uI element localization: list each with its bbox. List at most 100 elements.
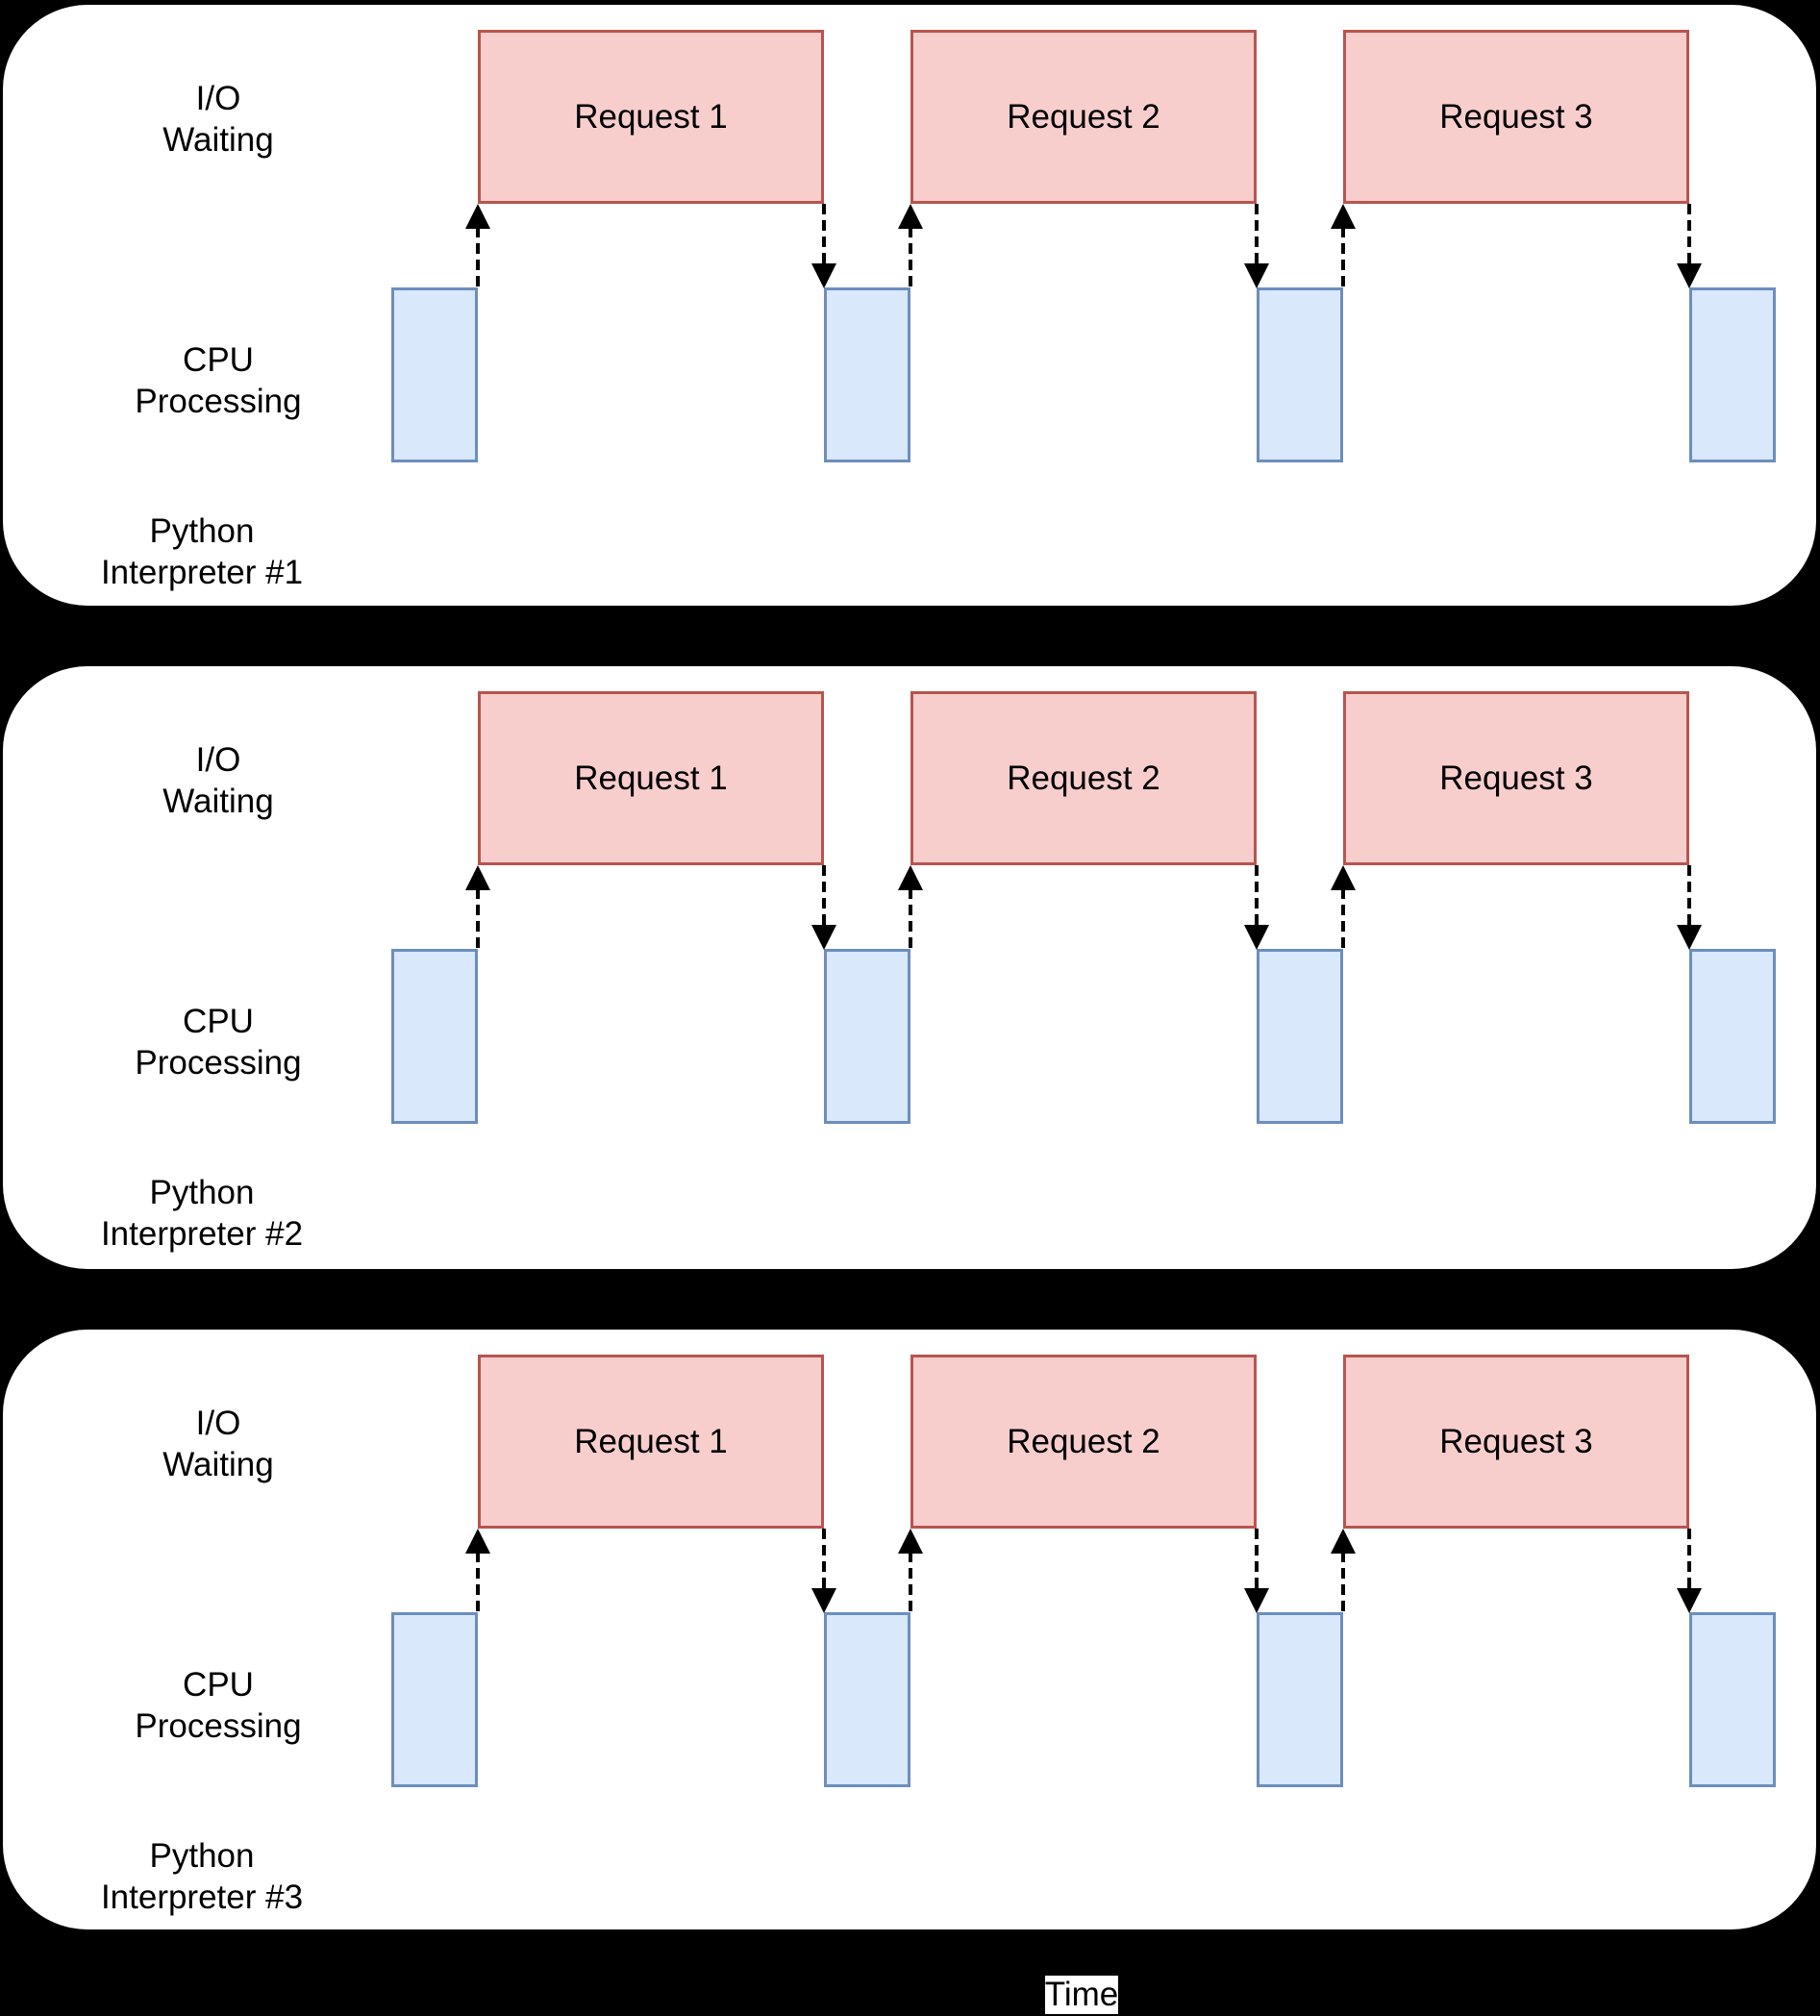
arrow-up-icon xyxy=(1330,1529,1357,1613)
dashed-line xyxy=(909,888,912,950)
arrow-up-icon xyxy=(464,1529,491,1613)
cpu-burst-box-3 xyxy=(1257,287,1343,462)
cpu-label-line: CPU xyxy=(183,1003,254,1040)
python-interpreter-panel-2: I/O Waiting CPU Processing Python Interp… xyxy=(3,666,1816,1269)
arrow-down-icon xyxy=(1676,204,1703,288)
arrow-up-icon xyxy=(1330,865,1357,950)
dashed-line xyxy=(476,888,480,950)
cpu-label-line: CPU xyxy=(183,341,254,379)
dashed-line xyxy=(1687,1529,1691,1590)
dashed-line xyxy=(909,1552,912,1613)
arrowhead-down-icon xyxy=(811,1588,836,1613)
arrow-down-icon xyxy=(1243,865,1270,950)
arrowhead-down-icon xyxy=(1244,925,1269,950)
arrow-up-icon xyxy=(464,204,491,288)
arrowhead-up-icon xyxy=(465,1529,490,1554)
dashed-line xyxy=(476,1552,480,1613)
interpreter-label-line: Interpreter #3 xyxy=(100,1879,304,1916)
arrowhead-down-icon xyxy=(1677,263,1702,288)
arrow-up-icon xyxy=(897,204,924,288)
dashed-line xyxy=(476,227,480,288)
request-box-1: Request 1 xyxy=(478,30,824,204)
io-waiting-label: I/O Waiting xyxy=(16,1403,420,1485)
dashed-line xyxy=(822,1529,826,1590)
arrowhead-down-icon xyxy=(811,925,836,950)
request-box-2: Request 2 xyxy=(910,691,1257,865)
dashed-line xyxy=(1255,204,1259,265)
time-axis-label: Time xyxy=(1044,1976,1119,2014)
interpreter-label-line: Python xyxy=(149,1174,255,1211)
request-box-label: Request 2 xyxy=(1007,1422,1160,1460)
interpreter-label: Python Interpreter #2 xyxy=(0,1172,404,1255)
cpu-burst-box-4 xyxy=(1689,1612,1776,1787)
cpu-burst-box-3 xyxy=(1257,949,1343,1124)
arrow-down-icon xyxy=(810,204,837,288)
interpreter-label: Python Interpreter #3 xyxy=(0,1835,404,1918)
cpu-burst-box-2 xyxy=(824,287,910,462)
interpreter-label-line: Python xyxy=(149,512,255,550)
interpreter-label: Python Interpreter #1 xyxy=(0,510,404,593)
io-label-line: I/O xyxy=(195,741,241,779)
cpu-burst-box-2 xyxy=(824,1612,910,1787)
dashed-line xyxy=(1341,227,1345,288)
request-box-2: Request 2 xyxy=(910,30,1257,204)
arrow-down-icon xyxy=(810,1529,837,1613)
cpu-label-line: Processing xyxy=(135,383,302,420)
request-box-3: Request 3 xyxy=(1343,1355,1689,1529)
arrow-down-icon xyxy=(1243,204,1270,288)
arrow-up-icon xyxy=(1330,204,1357,288)
arrowhead-down-icon xyxy=(1244,263,1269,288)
io-label-line: I/O xyxy=(195,1405,241,1442)
cpu-label-line: Processing xyxy=(135,1044,302,1082)
arrow-down-icon xyxy=(810,865,837,950)
dashed-line xyxy=(909,227,912,288)
arrowhead-up-icon xyxy=(1331,204,1356,229)
cpu-burst-box-3 xyxy=(1257,1612,1343,1787)
io-label-line: Waiting xyxy=(162,121,274,159)
arrowhead-down-icon xyxy=(1677,1588,1702,1613)
io-waiting-label: I/O Waiting xyxy=(16,78,420,161)
python-interpreter-panel-1: I/O Waiting CPU Processing Python Interp… xyxy=(3,5,1816,606)
arrow-up-icon xyxy=(464,865,491,950)
interpreter-label-line: Interpreter #2 xyxy=(100,1215,304,1253)
interpreter-label-line: Interpreter #1 xyxy=(100,554,304,591)
interpreter-label-line: Python xyxy=(149,1837,255,1875)
cpu-burst-box-4 xyxy=(1689,949,1776,1124)
arrowhead-down-icon xyxy=(811,263,836,288)
arrowhead-down-icon xyxy=(1677,925,1702,950)
cpu-label-line: CPU xyxy=(183,1666,254,1704)
arrow-down-icon xyxy=(1676,1529,1703,1613)
io-label-line: Waiting xyxy=(162,783,274,820)
request-box-label: Request 3 xyxy=(1439,97,1593,136)
arrow-up-icon xyxy=(897,1529,924,1613)
arrowhead-up-icon xyxy=(465,865,490,890)
cpu-burst-box-1 xyxy=(391,287,478,462)
request-box-label: Request 3 xyxy=(1439,1422,1593,1460)
request-box-3: Request 3 xyxy=(1343,691,1689,865)
arrowhead-up-icon xyxy=(898,1529,923,1554)
cpu-processing-label: CPU Processing xyxy=(16,1664,420,1747)
cpu-burst-box-2 xyxy=(824,949,910,1124)
dashed-line xyxy=(822,204,826,265)
arrowhead-up-icon xyxy=(465,204,490,229)
io-label-line: I/O xyxy=(195,80,241,117)
request-box-label: Request 1 xyxy=(574,759,728,797)
io-label-line: Waiting xyxy=(162,1446,274,1483)
cpu-label-line: Processing xyxy=(135,1707,302,1745)
cpu-processing-label: CPU Processing xyxy=(16,1001,420,1083)
dashed-line xyxy=(1687,204,1691,265)
request-box-1: Request 1 xyxy=(478,1355,824,1529)
dashed-line xyxy=(1341,1552,1345,1613)
cpu-burst-box-1 xyxy=(391,949,478,1124)
dashed-line xyxy=(822,865,826,927)
request-box-label: Request 2 xyxy=(1007,97,1160,136)
arrow-down-icon xyxy=(1676,865,1703,950)
request-box-label: Request 1 xyxy=(574,97,728,136)
request-box-label: Request 2 xyxy=(1007,759,1160,797)
python-interpreter-panel-3: I/O Waiting CPU Processing Python Interp… xyxy=(3,1330,1816,1929)
dashed-line xyxy=(1687,865,1691,927)
cpu-processing-label: CPU Processing xyxy=(16,339,420,422)
dashed-line xyxy=(1255,1529,1259,1590)
request-box-1: Request 1 xyxy=(478,691,824,865)
